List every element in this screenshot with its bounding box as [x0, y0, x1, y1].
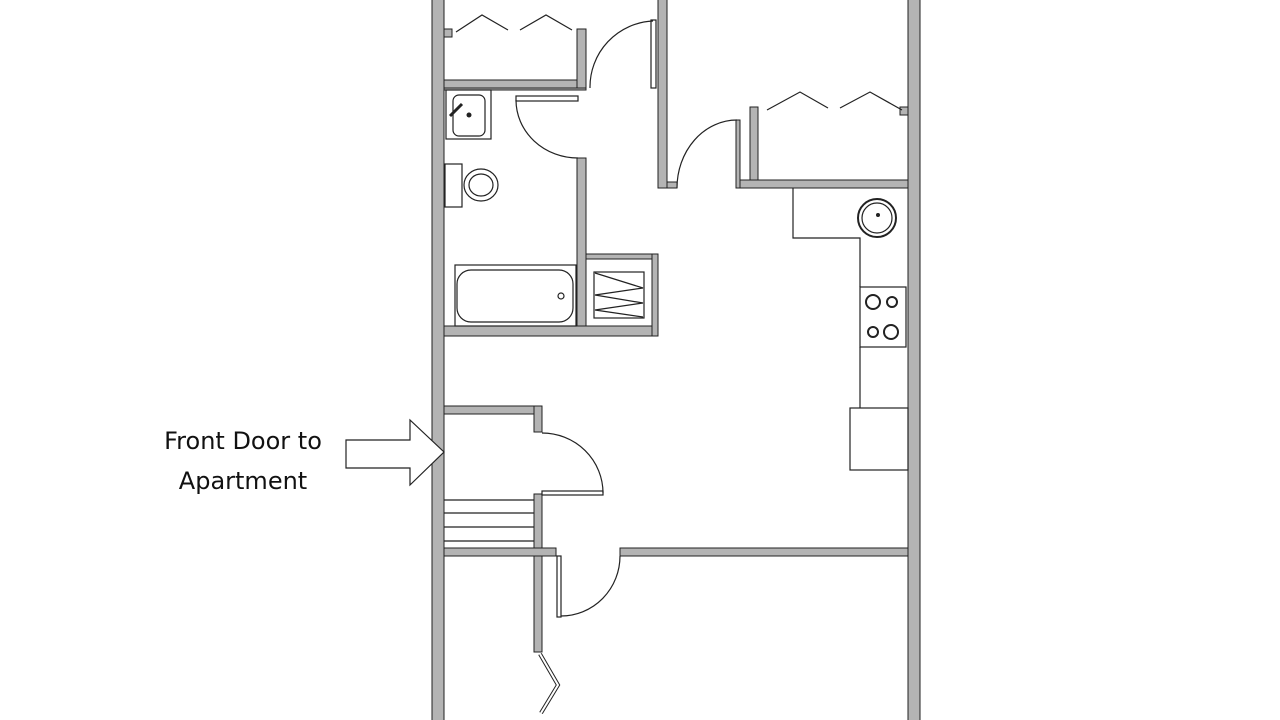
stove-icon: [859, 286, 907, 348]
stairs: [444, 499, 534, 542]
kitchen-sink-icon: [857, 198, 897, 238]
bedroom-door[interactable]: [589, 19, 657, 89]
interior-wall-right: [619, 547, 909, 557]
front-door-label-line2: Apartment: [178, 467, 308, 495]
right-closet: [739, 91, 909, 189]
right-exterior-wall: [907, 0, 921, 720]
bifold-door[interactable]: [538, 652, 561, 715]
hallway-wall: [657, 0, 668, 189]
bedroom-door-2[interactable]: [666, 119, 741, 189]
interior-wall-left: [443, 547, 557, 557]
left-exterior-wall: [431, 0, 445, 720]
front-door-label-line1: Front Door to: [164, 427, 322, 455]
kitchen: [792, 188, 909, 471]
front-door-arrow-icon: [345, 418, 445, 487]
bathtub-icon: [454, 264, 577, 327]
bathroom-door[interactable]: [515, 95, 579, 159]
top-left-closet: [443, 14, 587, 89]
lower-bedroom-door[interactable]: [556, 555, 621, 618]
entry-closet: [443, 405, 604, 549]
lower-closet-wall: [533, 555, 543, 653]
bathroom: [443, 87, 659, 337]
refrigerator-icon: [849, 407, 909, 471]
washer-dryer-closet: [585, 253, 659, 337]
toilet-icon: [444, 163, 499, 208]
sink-icon: [445, 89, 492, 140]
entry-closet-door[interactable]: [541, 432, 604, 496]
